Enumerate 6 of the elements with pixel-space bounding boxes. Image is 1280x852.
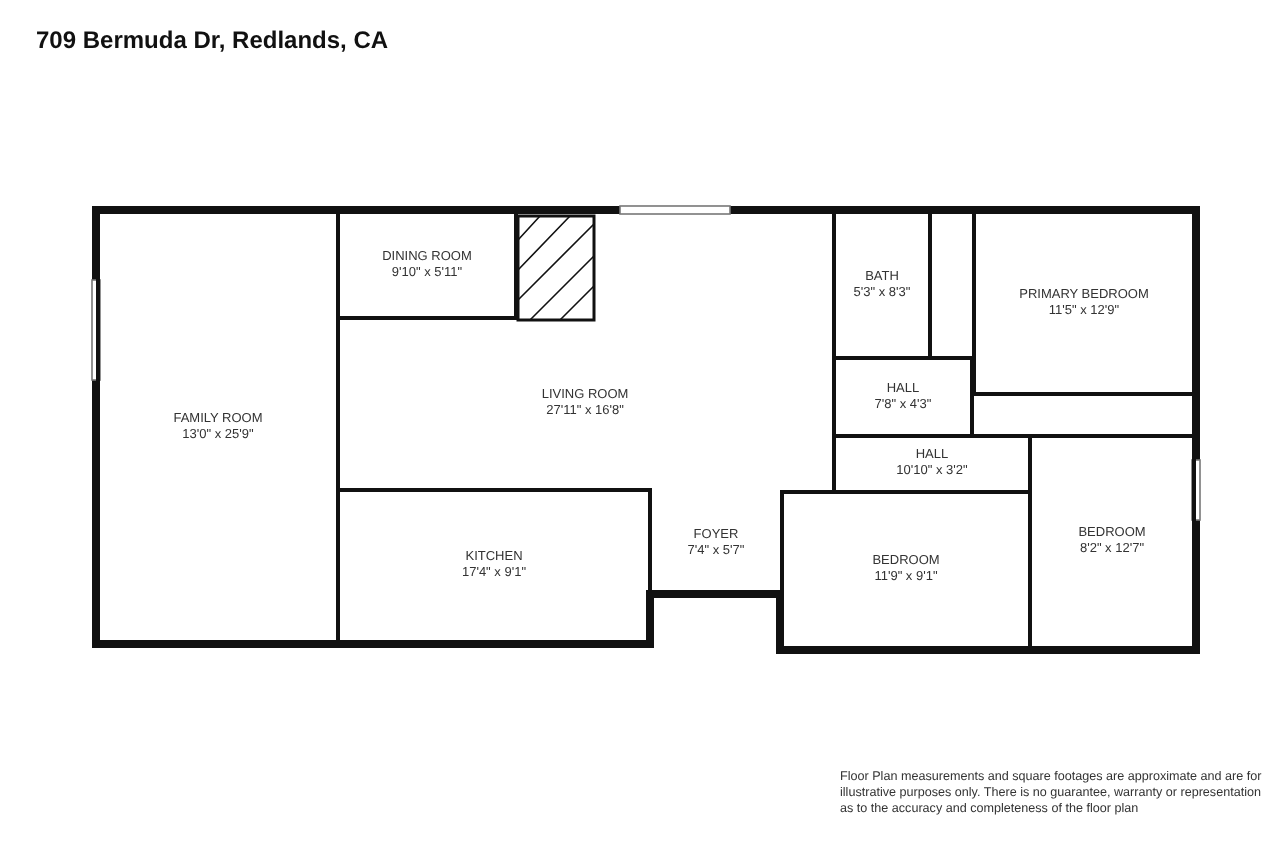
title: 709 Bermuda Dr, Redlands, CA bbox=[36, 26, 389, 54]
room-area bbox=[832, 356, 974, 438]
room-area bbox=[832, 434, 1032, 494]
room-area bbox=[336, 210, 518, 320]
room-area bbox=[972, 210, 1196, 396]
room-area bbox=[832, 210, 932, 360]
